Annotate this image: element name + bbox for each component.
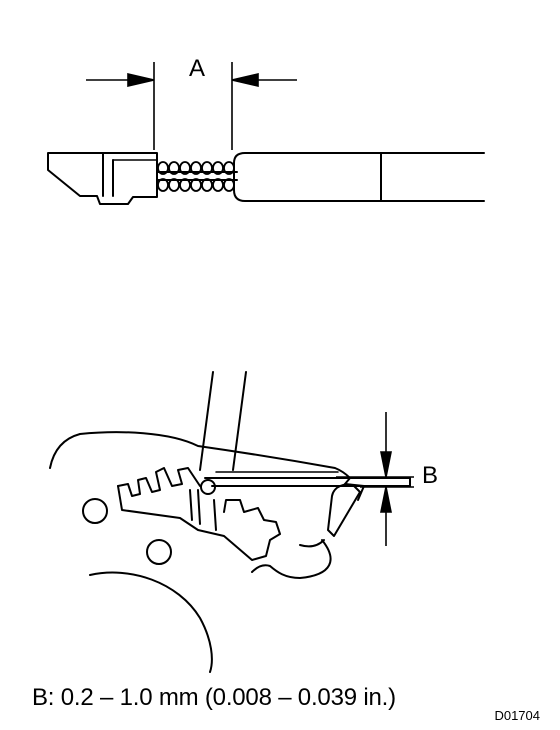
spring-rod-assembly [47,152,485,205]
dimension-a [86,62,297,150]
clearance-spec-caption: B: 0.2 – 1.0 mm (0.008 – 0.039 in.) [32,684,396,711]
pawl-bar [204,477,411,487]
right-rod [233,152,485,202]
ratchet-mechanism [49,371,411,673]
mounting-hole-lower [146,539,172,565]
dimension-a-label: A [189,55,205,82]
lever-arm-left [199,371,214,471]
base-plate-outline [49,431,351,673]
dimension-b [336,412,414,546]
dimension-a-arrow-right [231,72,259,88]
dimension-b-label: B [422,462,438,489]
dimension-b-arrow-bottom [380,486,392,513]
lever-arm-right [232,371,247,471]
ratchet-gear-body [117,485,281,561]
ratchet-gear-sector [117,467,201,497]
dimension-a-arrow-left [127,72,155,88]
coil-spring [157,161,235,192]
mounting-hole-upper [82,498,108,524]
figure-id: D01704 [494,708,540,723]
dimension-b-arrow-top [380,451,392,478]
left-claw-piece [47,152,158,205]
detent-cam [327,483,361,537]
pivot-pin [200,479,216,495]
